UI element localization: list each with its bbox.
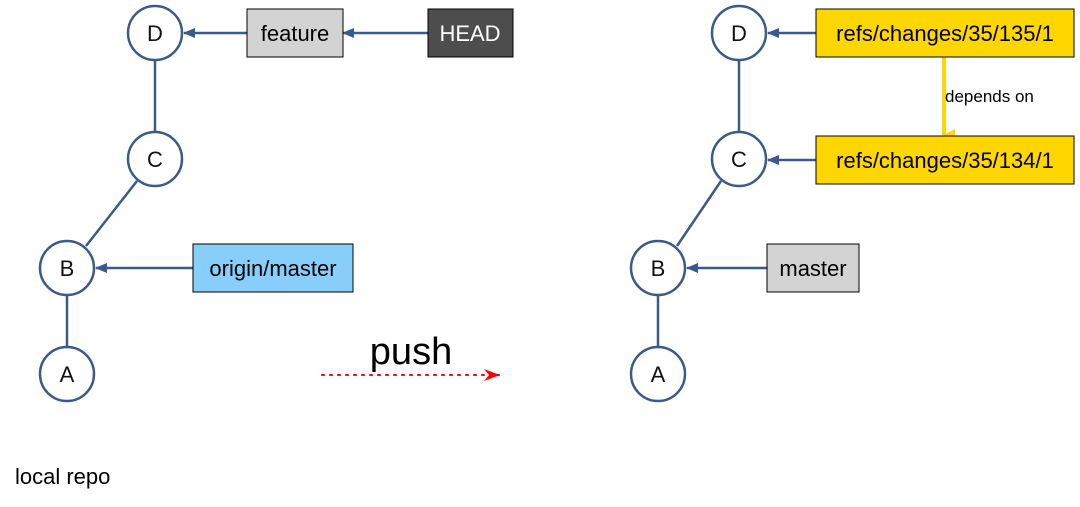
- dependency-label: depends on: [945, 87, 1034, 106]
- remote-edge-b-c: [675, 180, 723, 247]
- remote-ref-master: master: [766, 243, 860, 293]
- local-ref-feature-label: feature: [261, 21, 330, 46]
- local-ref-head-label: HEAD: [439, 21, 500, 46]
- local-ref-head: HEAD: [427, 8, 514, 58]
- remote-commit-d-label: D: [731, 21, 747, 46]
- remote-repo: depends on D C B A refs/changes/35/135/1…: [629, 4, 1075, 403]
- local-commit-c: C: [126, 130, 184, 188]
- local-commit-b-label: B: [60, 256, 75, 281]
- local-ref-origin-master: origin/master: [192, 243, 354, 293]
- push-label: push: [370, 331, 452, 373]
- remote-ref-change-134: refs/changes/35/134/1: [815, 135, 1075, 185]
- local-ref-origin-master-label: origin/master: [209, 256, 336, 281]
- local-commit-a: A: [38, 345, 96, 403]
- remote-ref-change-135-label: refs/changes/35/135/1: [836, 21, 1054, 46]
- remote-commit-a-label: A: [651, 362, 666, 387]
- remote-commit-a: A: [629, 345, 687, 403]
- local-commit-d: D: [126, 4, 184, 62]
- local-repo: D C B A feature HEAD origin/master local…: [15, 4, 514, 489]
- local-edge-b-c: [85, 180, 138, 247]
- remote-commit-c: C: [710, 130, 768, 188]
- remote-ref-change-134-label: refs/changes/35/134/1: [836, 148, 1054, 173]
- remote-commit-b: B: [629, 239, 687, 297]
- remote-commit-d: D: [710, 4, 768, 62]
- remote-ref-change-135: refs/changes/35/135/1: [815, 8, 1075, 58]
- local-commit-c-label: C: [147, 147, 163, 172]
- local-commit-b: B: [38, 239, 96, 297]
- push-transition: push: [321, 331, 500, 381]
- remote-commit-c-label: C: [731, 147, 747, 172]
- local-ref-feature: feature: [246, 8, 344, 58]
- local-commit-a-label: A: [60, 362, 75, 387]
- remote-ref-master-label: master: [779, 256, 846, 281]
- local-commit-d-label: D: [147, 21, 163, 46]
- remote-commit-b-label: B: [651, 256, 666, 281]
- local-repo-caption: local repo: [15, 464, 110, 489]
